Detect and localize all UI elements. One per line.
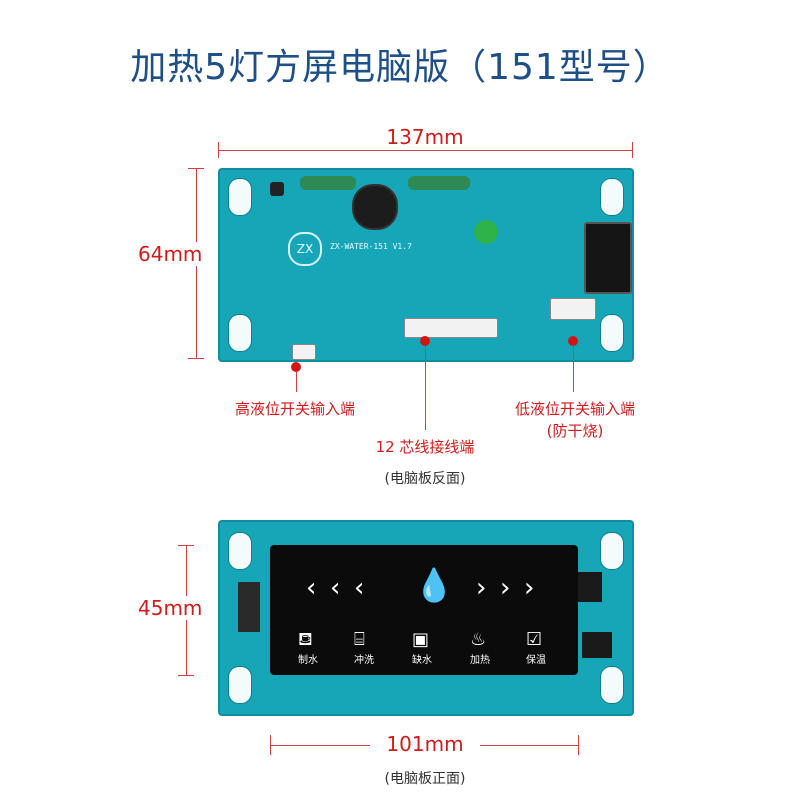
bottom-width-label: 101mm	[370, 732, 480, 756]
bottom-height-tick-bottom	[178, 675, 194, 676]
page-title: 加热5灯方屏电脑版（151型号）	[130, 47, 670, 88]
top-height-tick-top	[188, 168, 204, 169]
water-shortage-icon: ▣	[412, 629, 430, 650]
chevron-left-icon-2: ‹	[330, 573, 341, 603]
label-low-level-input: 低液位开关输入端	[514, 400, 635, 418]
front-mounting-slot-bl	[228, 666, 252, 704]
front-mounting-slot-tr	[600, 532, 624, 570]
pointer-dot-low-level	[568, 336, 578, 346]
top-height-tick-bottom	[188, 358, 204, 359]
label-high-level-input: 高液位开关输入端	[234, 400, 355, 418]
logo-text: ZX	[296, 242, 314, 256]
heat-icon: ♨	[470, 629, 487, 650]
bottom-width-tick-right	[578, 735, 579, 755]
logo-circle: ZX	[288, 232, 322, 266]
connector-low-level	[550, 298, 596, 320]
keep-warm-icon: ☑	[526, 629, 543, 650]
water-drop-icon: 💧	[414, 566, 454, 604]
chevron-left-icon-3: ‹	[354, 573, 365, 603]
qc-sticker	[474, 220, 498, 244]
caption-front-side: (电脑板正面)	[384, 771, 466, 787]
connector-high-level	[292, 344, 316, 360]
pointer-line-low-level	[573, 346, 574, 392]
ic-chip-left	[238, 582, 260, 632]
relay-block	[584, 222, 632, 294]
caption-back-side: (电脑板反面)	[384, 471, 466, 487]
chevron-right-icon-2: ›	[500, 573, 511, 603]
mounting-slot-bl	[228, 314, 252, 352]
icon-label-5: 保温	[526, 655, 546, 666]
top-width-tick-right	[632, 142, 633, 158]
connector-12pin	[404, 318, 498, 338]
top-height-label: 64mm	[138, 242, 203, 266]
resistor-2	[408, 176, 470, 190]
icon-label-4: 加热	[470, 655, 490, 666]
resistor-1	[300, 176, 356, 190]
ic-chip-right-1	[578, 572, 602, 602]
top-width-label: 137mm	[386, 125, 464, 149]
pcb-back-board: ZX ZX-WATER-151 V1.7	[218, 168, 634, 362]
chevron-right-icon-1: ›	[476, 573, 487, 603]
flush-icon: ⌸	[354, 629, 365, 650]
front-mounting-slot-tl	[228, 532, 252, 570]
top-width-dimension-line	[218, 150, 632, 151]
touch-display-panel: ‹ ‹ ‹ 💧 › › › ⛾ 制水 ⌸ 冲洗 ▣ 缺水 ♨ 加热 ☑ 保温	[270, 545, 578, 675]
buzzer	[352, 184, 398, 230]
mounting-slot-tr	[600, 178, 624, 216]
kettle-icon: ⛾	[298, 629, 313, 650]
mounting-slot-br	[600, 314, 624, 352]
icon-label-3: 缺水	[412, 655, 432, 666]
label-12pin-connector: 12 芯线接线端	[375, 438, 475, 456]
pointer-dot-high-level	[291, 362, 301, 372]
model-text: ZX-WATER-151 V1.7	[330, 242, 412, 251]
chevron-left-icon-1: ‹	[306, 573, 317, 603]
pointer-line-12pin	[425, 346, 426, 430]
ic-chip-right-2	[582, 632, 612, 658]
bottom-height-label: 45mm	[138, 596, 203, 620]
icon-label-1: 制水	[298, 655, 318, 666]
pointer-dot-12pin	[420, 336, 430, 346]
bottom-width-tick-left	[270, 735, 271, 755]
label-dry-burn-protection: (防干烧)	[546, 422, 604, 440]
front-mounting-slot-br	[600, 666, 624, 704]
mounting-slot-tl	[228, 178, 252, 216]
icon-label-2: 冲洗	[354, 655, 374, 666]
pointer-line-high-level	[296, 372, 297, 392]
bottom-height-tick-top	[178, 545, 194, 546]
top-width-tick-left	[218, 142, 219, 158]
chevron-right-icon-3: ›	[524, 573, 535, 603]
reset-button	[270, 182, 284, 196]
